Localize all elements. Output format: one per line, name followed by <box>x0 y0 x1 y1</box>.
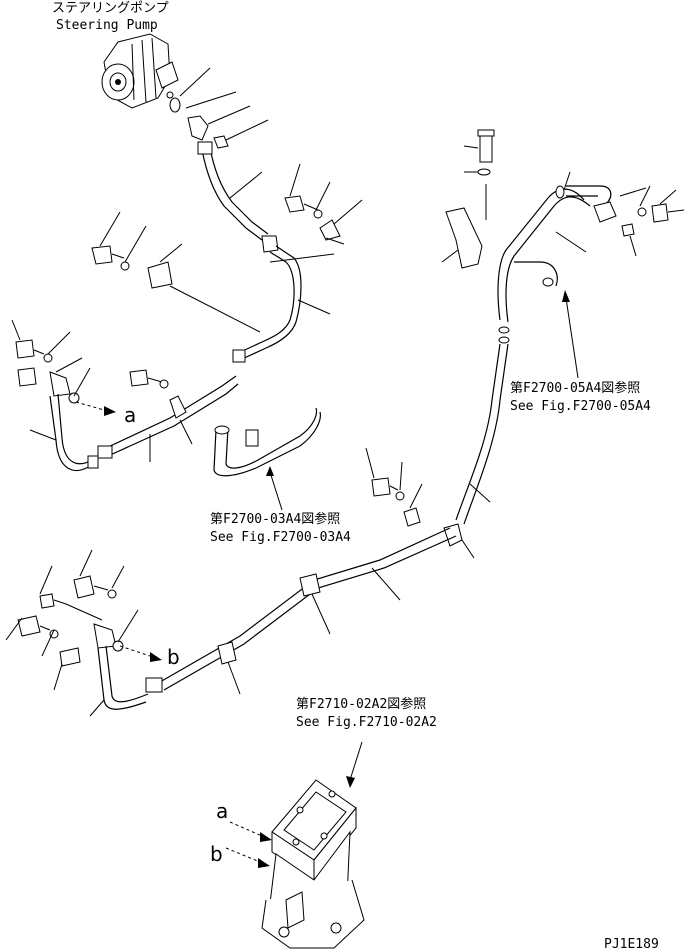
reference-label-3-en: See Fig.F2710-02A2 <box>296 715 437 730</box>
marker-a-top: a <box>124 403 136 427</box>
steering-pump-label-en: Steering Pump <box>56 18 158 33</box>
marker-b-middle: b <box>167 645 180 669</box>
arrow-reference-1 <box>562 290 579 379</box>
long-lower-pipe <box>145 527 457 695</box>
right-top-bolt-group <box>441 129 495 269</box>
long-hose-right <box>455 343 509 525</box>
pump-fittings <box>166 67 269 149</box>
upper-bolts <box>284 163 363 245</box>
steering-pump-label-jp: ステアリングポンプ <box>52 1 169 16</box>
marker-b-bottom: b <box>210 842 223 866</box>
steering-valve-block <box>261 779 365 949</box>
marker-a-bottom: a <box>216 799 228 823</box>
middle-hose-to-right <box>97 369 239 462</box>
far-left-hose <box>11 319 99 471</box>
upper-pressure-hose <box>197 141 279 253</box>
reference-label-2-jp: 第F2700-03A4図参照 <box>210 511 340 527</box>
right-top-valve-group <box>514 185 685 287</box>
arrows-to-valve <box>225 741 363 868</box>
steel-pipe-left <box>232 245 335 363</box>
drawing-code: PJ1E189 <box>604 937 659 952</box>
arrow-reference-2 <box>266 466 283 511</box>
lower-left-group <box>5 549 149 717</box>
left-bracket-group <box>91 211 261 333</box>
steering-pump <box>101 33 179 109</box>
reference-label-3-jp: 第F2710-02A2図参照 <box>296 696 426 712</box>
return-hose-middle <box>213 407 321 477</box>
arrow-marker-b-middle <box>119 645 162 662</box>
reference-label-1-jp: 第F2700-05A4図参照 <box>510 380 640 396</box>
right-steel-pipe <box>497 171 591 344</box>
reference-label-2-en: See Fig.F2700-03A4 <box>210 530 351 545</box>
reference-label-1-en: See Fig.F2700-05A4 <box>510 399 651 414</box>
arrow-marker-a-top <box>75 401 116 416</box>
center-clamp-group <box>365 447 475 559</box>
